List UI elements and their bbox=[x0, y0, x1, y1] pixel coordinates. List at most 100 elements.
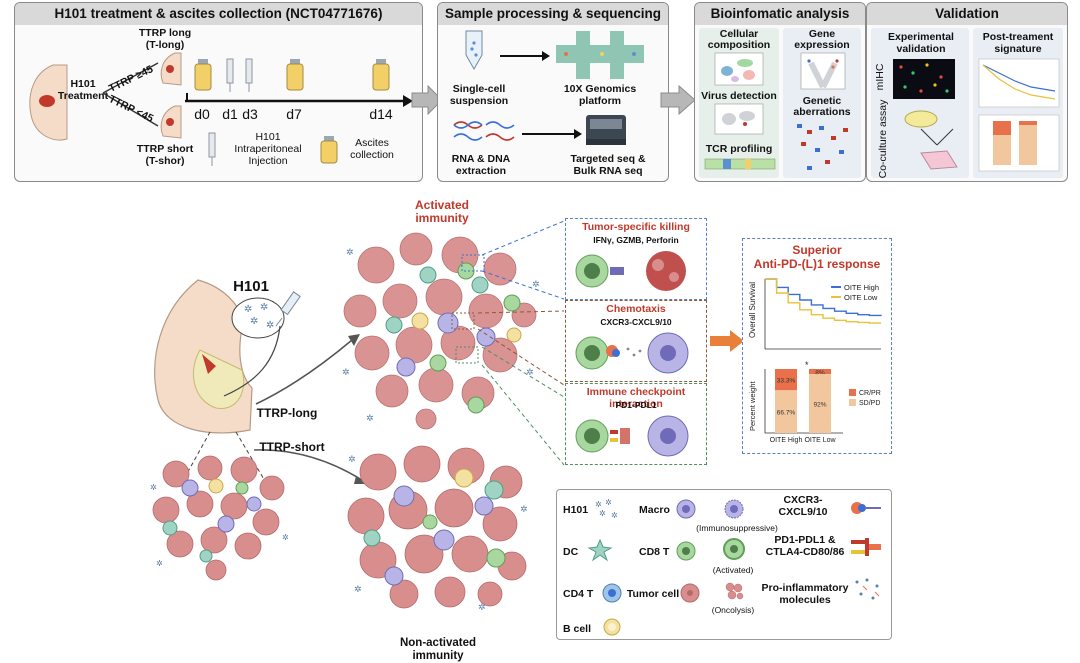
bar-legend-swatch-1 bbox=[849, 399, 856, 406]
ttrp-short-label: TTRP short bbox=[136, 143, 194, 155]
legend-cd8-label: CD8 T bbox=[639, 546, 670, 558]
svg-text:✲: ✲ bbox=[599, 509, 606, 518]
injection-line-2: Intraperitoneal bbox=[234, 143, 302, 155]
cellular-line-2: composition bbox=[707, 39, 771, 51]
non-activated-tumor-cluster: ✲✲✲✲ bbox=[347, 445, 528, 612]
day-label-0: d0 bbox=[194, 106, 210, 122]
panel-treatment-title: H101 treatment & ascites collection (NCT… bbox=[15, 3, 422, 25]
branch-lines bbox=[102, 62, 159, 127]
checkpoint-sub: PD1-PDL1 bbox=[615, 400, 657, 410]
legend-cxcr3-line-1: CXCR3- bbox=[783, 494, 823, 506]
day-label-3: d7 bbox=[286, 106, 302, 122]
panel-bioinformatics: Bioinfomatic analysis Cellular compositi… bbox=[694, 2, 866, 182]
injection-tube-d1 bbox=[226, 58, 234, 92]
arrow-sc bbox=[500, 51, 550, 61]
bar-significance: * bbox=[805, 360, 809, 370]
ttrp-long-arrow bbox=[255, 334, 360, 405]
panel-validation-title: Validation bbox=[867, 3, 1067, 25]
bar-legend-swatch-0 bbox=[849, 389, 856, 396]
ascites-bottle-d14 bbox=[372, 59, 390, 91]
killing-sub: IFNγ, GZMB, Perforin bbox=[593, 235, 679, 245]
ttrp-short-abbr: (T-shor) bbox=[145, 155, 185, 167]
legend-immunosuppressive-label: (Immunosuppressive) bbox=[696, 523, 778, 533]
legend-cd8-activated-icon bbox=[723, 538, 745, 560]
activated-tumor-cluster: ✲✲✲✲✲ bbox=[342, 232, 540, 430]
legend-activated-label: (Activated) bbox=[712, 565, 754, 575]
tcr-bar-icon bbox=[704, 158, 776, 170]
legend-oncolysis-label: (Oncolysis) bbox=[711, 605, 755, 615]
gene-line-1: Gene bbox=[808, 28, 836, 40]
platform-line-2: platform bbox=[579, 95, 621, 107]
legend-bcell-icon bbox=[603, 618, 621, 636]
bar-1-0 bbox=[809, 369, 831, 375]
superior-box: Superior Anti-PD-(L)1 response Overall S… bbox=[742, 238, 892, 454]
bar-1-1 bbox=[809, 374, 831, 433]
injection-line-1: H101 bbox=[255, 131, 281, 143]
panel-validation: Validation Experimental validation mIHC … bbox=[866, 2, 1068, 182]
bar-0-0 bbox=[775, 369, 797, 391]
virus-label: Virus detection bbox=[701, 90, 777, 102]
legend-dc-icon bbox=[587, 538, 613, 562]
survival-legend-label-0: OITE High bbox=[844, 283, 879, 292]
checkpoint-illustration bbox=[575, 415, 689, 457]
survival-line-1 bbox=[765, 278, 881, 324]
response-arrow bbox=[710, 330, 744, 352]
post-line-1: Post-treament bbox=[982, 31, 1054, 43]
genetic-line-1: Genetic bbox=[802, 95, 842, 107]
rna-dna-line-2: extraction bbox=[455, 165, 507, 177]
umap-thumbnail bbox=[714, 52, 764, 86]
svg-text:✲: ✲ bbox=[354, 584, 362, 594]
legend-immunosuppressive-icon bbox=[724, 499, 744, 519]
bar-category-1: OITE Low bbox=[804, 437, 836, 444]
ascites-bottle-d7 bbox=[286, 59, 304, 91]
tube-icon bbox=[465, 30, 483, 71]
superior-line-2: Anti-PD-(L)1 response bbox=[753, 257, 881, 271]
bar-legend-label-1: SD/PD bbox=[859, 400, 880, 407]
mutation-heatmap-thumbnail bbox=[797, 124, 848, 170]
h101-virus-bubble: ✲✲ ✲✲ bbox=[231, 297, 285, 339]
tshort-figure bbox=[160, 105, 182, 139]
svg-text:✲: ✲ bbox=[260, 302, 268, 313]
collection-line-1: Ascites bbox=[355, 137, 389, 149]
legend-cd4-icon bbox=[602, 583, 622, 603]
h101-label: H101 bbox=[233, 278, 269, 295]
legend-oncolysis-icon bbox=[725, 582, 744, 600]
survival-ylabel: Overall Survival bbox=[748, 282, 757, 338]
chemotaxis-sub: CXCR3-CXCL9/10 bbox=[600, 317, 672, 327]
non-activated-line-1: Non-activated bbox=[399, 637, 477, 649]
svg-text:✲: ✲ bbox=[532, 279, 540, 289]
bar-label-1-1: 92% bbox=[813, 402, 826, 409]
targeted-line-2: Bulk RNA seq bbox=[573, 165, 643, 177]
syringe-icon bbox=[275, 291, 301, 327]
svg-text:✲: ✲ bbox=[478, 602, 486, 612]
timeline-arrow bbox=[185, 93, 413, 107]
mihc-label: mIHC bbox=[874, 63, 886, 91]
mini-survival-chart bbox=[978, 58, 1060, 108]
legend-tumor-icon bbox=[680, 583, 700, 603]
legend-pd1-line-1: PD1-PDL1 & bbox=[774, 534, 836, 546]
experimental-line-1: Experimental bbox=[888, 31, 954, 43]
baseline-tumor-cluster: ✲✲✲ bbox=[150, 455, 289, 581]
legend-cxcr3-line-2: CXCL9/10 bbox=[778, 506, 828, 518]
day-label-1: d1 bbox=[222, 106, 238, 122]
killing-title: Tumor-specific killing bbox=[582, 221, 690, 233]
panel-bioinformatics-title: Bioinfomatic analysis bbox=[695, 3, 865, 25]
arrow-dna bbox=[522, 129, 582, 139]
svg-text:✲: ✲ bbox=[244, 304, 252, 315]
svg-text:✲: ✲ bbox=[605, 498, 612, 507]
bar-ylabel: Percent weight bbox=[748, 380, 757, 431]
svg-text:✲: ✲ bbox=[520, 504, 528, 514]
bar-legend-label-0: CR/PR bbox=[859, 390, 881, 397]
legend-pd1-icon bbox=[851, 538, 881, 556]
platform-line-1: 10X Genomics bbox=[563, 83, 637, 95]
day-label-4: d14 bbox=[369, 106, 393, 122]
svg-text:✲: ✲ bbox=[282, 533, 289, 542]
legend-dc-label: DC bbox=[563, 546, 579, 558]
collection-line-2: collection bbox=[350, 149, 394, 161]
tlong-figure bbox=[160, 52, 182, 86]
legend-proinf-line-2: molecules bbox=[779, 594, 831, 606]
response-bar-chart: Percent weight*33.3%66.7%OITE High8%92%O… bbox=[748, 360, 881, 444]
svg-text:✲: ✲ bbox=[526, 367, 534, 377]
ascites-bottle-d0 bbox=[194, 59, 212, 91]
rna-dna-line-1: RNA & DNA bbox=[451, 153, 511, 165]
